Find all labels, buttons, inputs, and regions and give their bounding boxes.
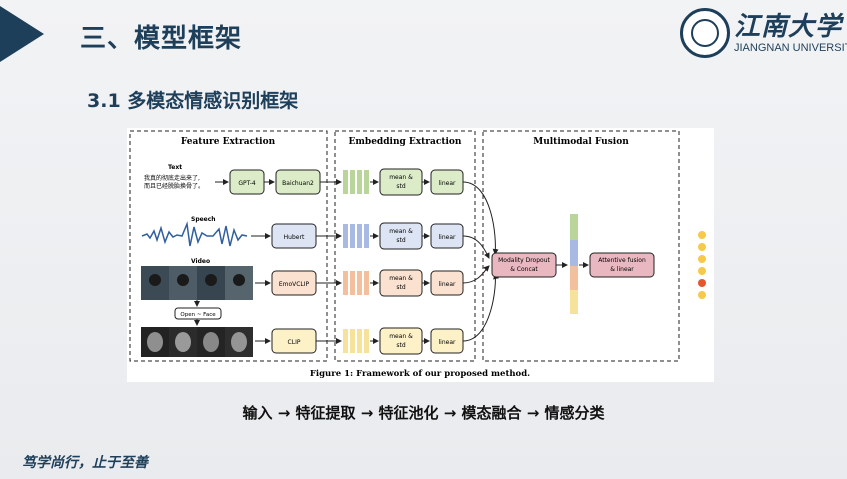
fusion-arrows <box>462 181 500 342</box>
university-name-cn: 江南大学 <box>734 12 843 42</box>
text-feature-strip <box>343 170 369 194</box>
svg-text:std: std <box>396 183 405 190</box>
svg-text:mean &: mean & <box>389 275 413 282</box>
svg-text:std: std <box>396 284 405 291</box>
svg-text:std: std <box>396 237 405 244</box>
feature-section-box <box>129 130 328 362</box>
svg-text:linear: linear <box>439 339 457 346</box>
pool-box-speech: mean & std <box>370 222 423 250</box>
university-logo: 江南大学 JIANGNAN UNIVERSITY <box>680 8 847 60</box>
embedding-section-box <box>334 130 476 362</box>
happy-face-icon <box>698 243 706 251</box>
clip-label: CLIP <box>288 339 301 346</box>
title-arrow-icon <box>0 6 44 62</box>
modality-dropout-label2: & Concat <box>510 266 538 273</box>
concat-vector <box>570 214 578 314</box>
worried-face-icon <box>698 291 706 299</box>
neutral-face-icon <box>698 231 706 239</box>
figure-caption: Figure 1: Framework of our proposed meth… <box>310 369 530 379</box>
university-motto: 笃学尚行，止于至善 <box>22 455 148 471</box>
framework-diagram: Feature Extraction Embedding Extraction … <box>129 130 706 379</box>
video-frames <box>141 266 253 300</box>
emotion-output-icons <box>698 231 706 299</box>
emovclip-label: EmoVCLIP <box>279 281 310 288</box>
pool-box-face: mean & std <box>370 327 423 355</box>
feature-section-title: Feature Extraction <box>181 137 276 147</box>
sad-face-icon <box>698 267 706 275</box>
framework-figure: Feature Extraction Embedding Extraction … <box>127 128 714 382</box>
speech-waveform <box>141 221 248 247</box>
angry-face-icon <box>698 279 706 287</box>
video-feature-strip <box>343 271 369 295</box>
svg-text:std: std <box>396 342 405 349</box>
fusion-section-box <box>482 130 680 362</box>
speech-feature-strip <box>343 224 369 248</box>
modality-dropout-label: Modality Dropout <box>498 257 550 264</box>
linear-box-face: linear <box>422 328 464 354</box>
linear-box-text: linear <box>422 169 464 195</box>
svg-text:mean &: mean & <box>389 333 413 340</box>
gpt4-label: GPT-4 <box>238 180 256 187</box>
svg-text:linear: linear <box>439 281 457 288</box>
svg-text:linear: linear <box>439 234 457 241</box>
fusion-section-title: Multimodal Fusion <box>533 137 629 147</box>
slide-title: 三、模型框架 <box>80 24 243 54</box>
slide-subtitle: 3.1 多模态情感识别框架 <box>87 90 299 112</box>
text-input-label: Text <box>168 164 182 171</box>
university-name-en: JIANGNAN UNIVERSITY <box>734 42 847 54</box>
text-sample-line1: 我真的彻底走出来了, <box>144 174 200 182</box>
pool-box-text: mean & std <box>370 168 423 196</box>
video-input-label: Video <box>191 258 210 265</box>
face-feature-strip <box>343 329 369 353</box>
text-sample-line2: 而且已经脱胎换骨了。 <box>144 182 204 190</box>
face-frames <box>141 327 253 357</box>
speech-input-label: Speech <box>191 216 216 223</box>
attentive-fusion-box <box>589 252 655 278</box>
university-seal-icon <box>680 8 730 58</box>
surprise-face-icon <box>698 255 706 263</box>
svg-text:linear: linear <box>439 180 457 187</box>
openface-box <box>174 307 222 320</box>
attentive-fusion-label: Attentive fusion <box>598 257 646 264</box>
svg-text:mean &: mean & <box>389 174 413 181</box>
attentive-fusion-label2: & linear <box>610 266 634 273</box>
pipeline-text: 输入 → 特征提取 → 特征池化 → 模态融合 → 情感分类 <box>242 404 605 422</box>
baichuan-label: Baichuan2 <box>282 180 314 187</box>
openface-label: Open ~ Face <box>180 312 216 318</box>
linear-box-speech: linear <box>422 223 464 249</box>
embedding-section-title: Embedding Extraction <box>349 137 462 147</box>
hubert-label: Hubert <box>284 234 305 241</box>
pool-box-video: mean & std <box>370 269 423 297</box>
linear-box-video: linear <box>422 270 464 296</box>
svg-text:mean &: mean & <box>389 228 413 235</box>
